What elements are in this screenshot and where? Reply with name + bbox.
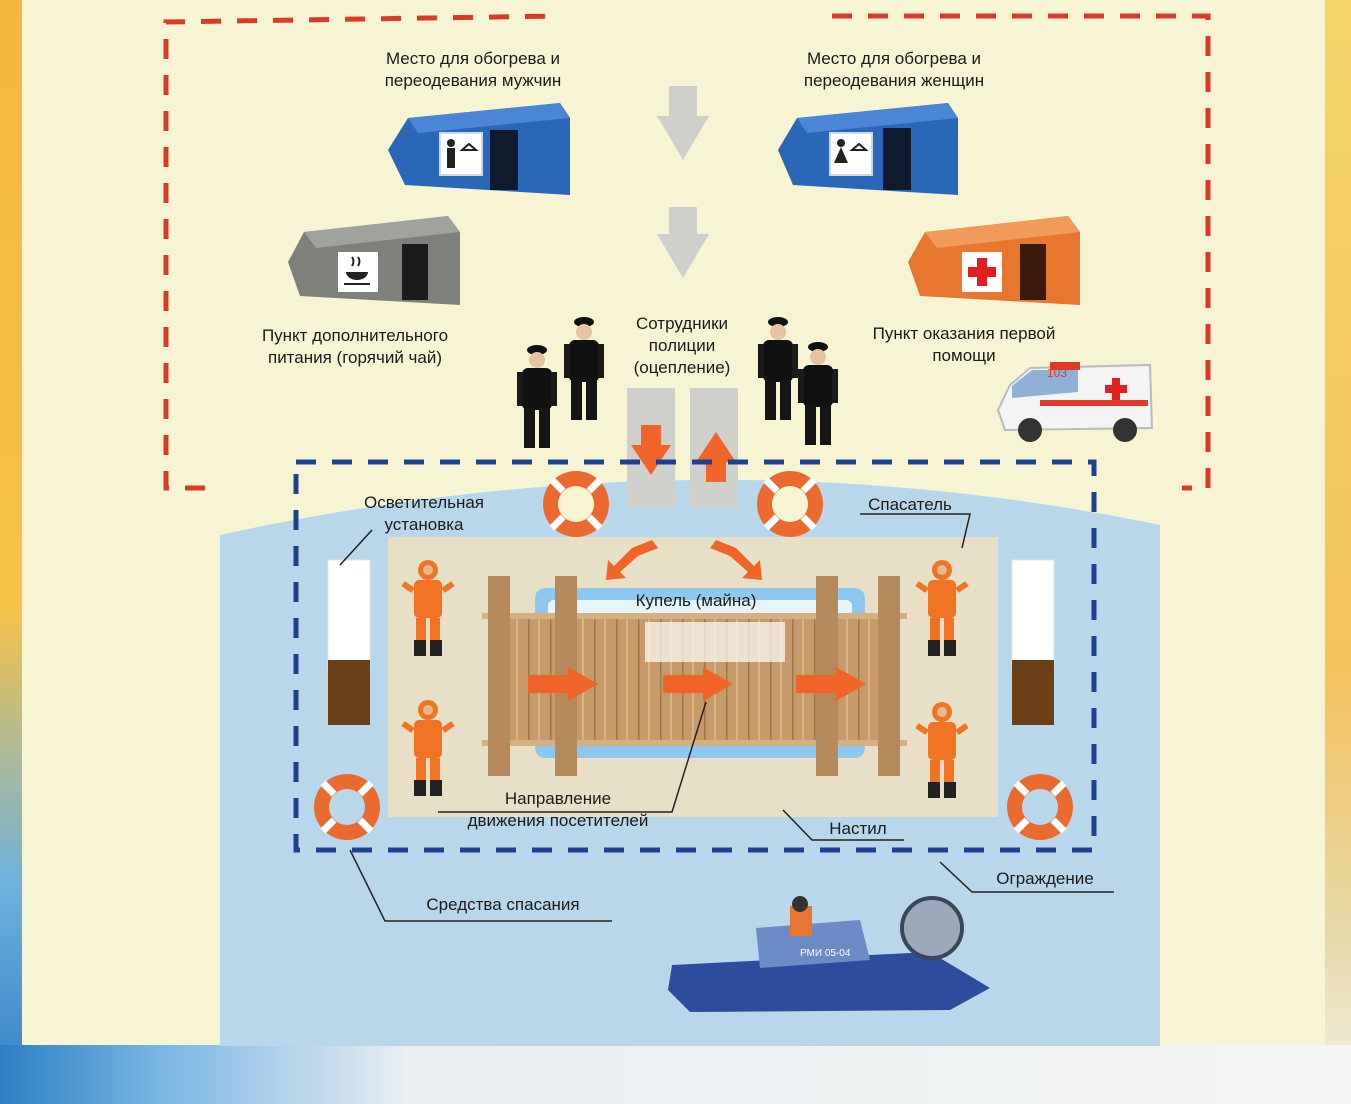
women-tent bbox=[778, 103, 958, 195]
hot-cup-icon bbox=[344, 256, 370, 285]
police-officer bbox=[564, 317, 604, 420]
men-tent bbox=[388, 103, 570, 195]
label-direction: Направление движения посетителей bbox=[467, 789, 649, 830]
man-hanger-icon bbox=[447, 139, 479, 168]
blue-dashed-fence bbox=[293, 459, 1097, 853]
direction-arrow bbox=[796, 667, 866, 701]
down-arrow-icon bbox=[631, 425, 671, 475]
boat-label: РМИ 05-04 bbox=[800, 948, 851, 959]
callout-line bbox=[438, 701, 707, 813]
lighting-tower bbox=[1011, 559, 1055, 725]
diagonal-arrow-in bbox=[606, 540, 658, 580]
callout-line bbox=[339, 529, 373, 566]
up-arrow-icon bbox=[696, 432, 736, 482]
ambulance-number: 103 bbox=[1047, 366, 1067, 380]
label-lighting: Осветительная установка bbox=[363, 493, 485, 534]
label-rescuer: Спасатель bbox=[868, 495, 952, 514]
direction-arrow bbox=[663, 667, 733, 701]
police-officer bbox=[517, 345, 557, 448]
callout-line bbox=[349, 849, 612, 922]
lifebuoy-icon bbox=[543, 471, 609, 537]
label-fence: Ограждение bbox=[996, 869, 1094, 888]
police-officer bbox=[798, 342, 838, 445]
first-aid-tent bbox=[908, 216, 1080, 305]
red-dashed-boundary bbox=[163, 13, 561, 491]
label-hot-tea: Пункт дополнительного питания (горячий ч… bbox=[261, 326, 449, 367]
bottom-page-strip bbox=[0, 1045, 1351, 1104]
hovercraft: РМИ 05-04 bbox=[668, 896, 990, 1012]
left-page-edge bbox=[0, 0, 22, 1104]
red-cross-icon bbox=[968, 258, 996, 286]
woman-hanger-icon bbox=[834, 139, 869, 163]
direction-arrow bbox=[528, 667, 598, 701]
red-dashed-boundary-right bbox=[832, 13, 1211, 491]
lighting-tower bbox=[327, 559, 371, 725]
ambulance: 103 bbox=[996, 362, 1154, 442]
callout-line bbox=[782, 809, 904, 841]
label-police: Сотрудники полиции (оцепление) bbox=[633, 314, 731, 377]
down-arrow-icon bbox=[657, 86, 709, 160]
lifebuoy-icon bbox=[757, 471, 823, 537]
diagonal-arrow-out bbox=[710, 540, 762, 580]
police-officer bbox=[758, 317, 798, 420]
callout-line bbox=[860, 513, 971, 549]
label-first-aid: Пункт оказания первой помощи bbox=[872, 324, 1056, 365]
lifebuoy-icon bbox=[1007, 774, 1073, 840]
label-font: Купель (майна) bbox=[635, 591, 757, 610]
lifebuoy-icon bbox=[314, 774, 380, 840]
hot-tea-tent bbox=[288, 216, 460, 305]
label-decking: Настил bbox=[829, 819, 887, 838]
down-arrow-icon bbox=[657, 207, 709, 278]
callout-line bbox=[939, 861, 1114, 893]
label-women-tent: Место для обогрева и переодевания женщин bbox=[803, 49, 985, 90]
label-rescue-means: Средства спасания bbox=[426, 895, 580, 914]
label-men-tent: Место для обогрева и переодевания мужчин bbox=[384, 49, 562, 90]
right-page-edge bbox=[1325, 0, 1351, 1104]
